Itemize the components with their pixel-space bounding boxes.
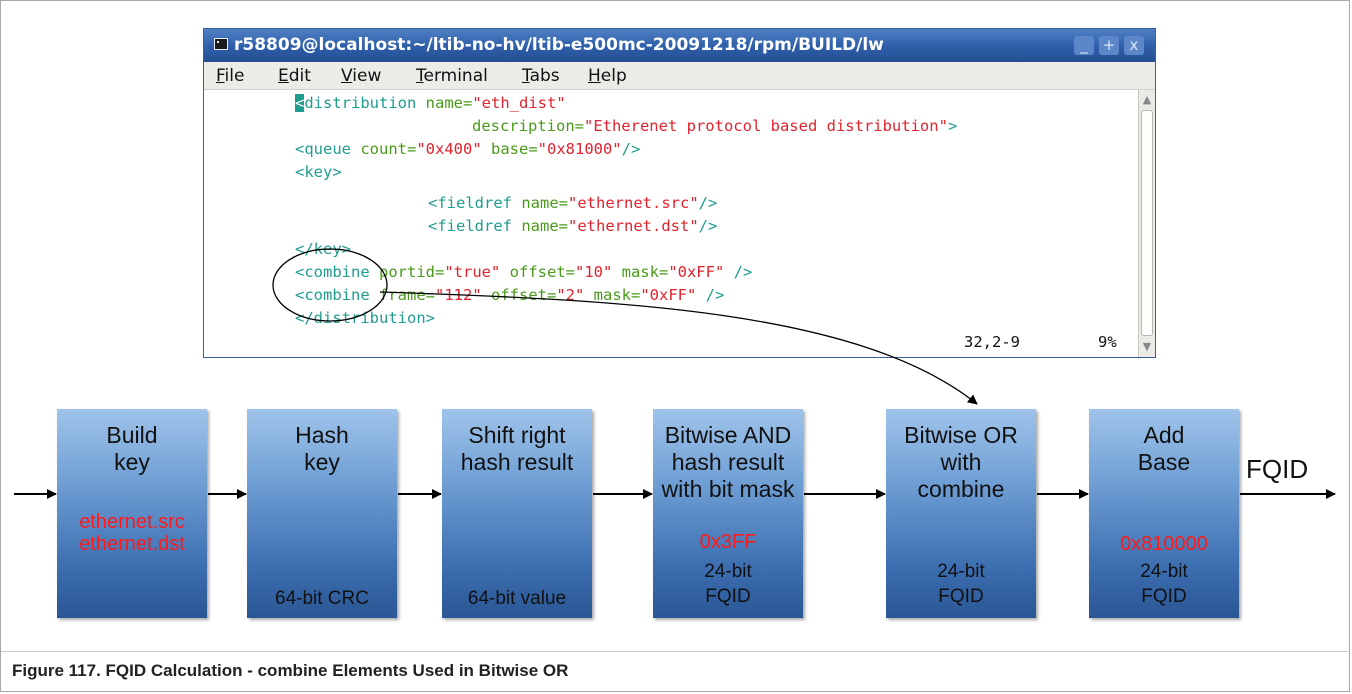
scrollbar[interactable]: ▲ ▼ <box>1138 90 1155 357</box>
step-build-key: Build key ethernet.src ethernet.dst <box>57 409 207 618</box>
code-line: </key> <box>295 240 351 258</box>
caption-divider <box>1 651 1350 652</box>
code-line: description="Etherenet protocol based di… <box>472 117 958 135</box>
scroll-percent: 9% <box>1098 333 1117 351</box>
step-title: Shift right <box>468 422 566 448</box>
code-view[interactable]: <distribution name="eth_dist" descriptio… <box>204 90 1139 357</box>
step-title: Build <box>106 422 158 448</box>
step-output: FQID <box>1141 586 1187 607</box>
figure-caption: Figure 117. FQID Calculation - combine E… <box>12 661 569 680</box>
maximize-button[interactable]: + <box>1099 36 1119 55</box>
step-title: Add <box>1143 422 1185 448</box>
step-hash-key: Hash key 64-bit CRC <box>247 409 397 618</box>
code-line: <distribution name="eth_dist" <box>295 94 566 112</box>
title-bar[interactable]: r58809@localhost:~/ltib-no-hv/ltib-e500m… <box>204 29 1155 62</box>
field-label: ethernet.src <box>79 511 185 533</box>
code-line: <fieldref name="ethernet.src"/> <box>428 194 718 212</box>
step-title: Hash <box>295 422 349 448</box>
mask-value: 0x3FF <box>699 531 757 553</box>
menu-bar: File Edit View Terminal Tabs Help <box>204 62 1155 90</box>
step-title: key <box>304 449 340 475</box>
step-title: combine <box>917 476 1005 502</box>
base-value: 0x810000 <box>1120 533 1208 555</box>
menu-help[interactable]: Help <box>588 66 627 86</box>
step-bitwise-and: Bitwise AND hash result with bit mask 0x… <box>653 409 803 618</box>
window-title: r58809@localhost:~/ltib-no-hv/ltib-e500m… <box>234 35 884 55</box>
menu-view[interactable]: View <box>341 66 382 86</box>
terminal-icon <box>214 38 228 50</box>
step-output: 24-bit <box>704 561 752 582</box>
menu-terminal[interactable]: Terminal <box>416 66 488 86</box>
field-label: ethernet.dst <box>79 533 185 555</box>
code-line: <fieldref name="ethernet.dst"/> <box>428 217 718 235</box>
step-output: FQID <box>938 586 984 607</box>
step-title: with bit mask <box>661 476 795 502</box>
text-cursor: < <box>295 94 305 112</box>
step-title: hash result <box>460 449 574 475</box>
step-shift-right: Shift right hash result 64-bit value <box>442 409 592 618</box>
output-label: FQID <box>1246 454 1309 484</box>
scroll-up-icon[interactable]: ▲ <box>1142 93 1152 106</box>
code-line: <key> <box>295 163 342 181</box>
code-line: <combine portid="true" offset="10" mask=… <box>295 263 753 281</box>
step-output: 64-bit CRC <box>275 588 369 609</box>
code-line: <combine frame="112" offset="2" mask="0x… <box>295 286 725 304</box>
step-output: 64-bit value <box>467 588 567 609</box>
code-line: <queue count="0x400" base="0x81000"/> <box>295 140 641 158</box>
scrollbar-thumb[interactable] <box>1141 110 1153 336</box>
menu-file[interactable]: File <box>216 66 245 86</box>
step-output: 24-bit <box>937 561 985 582</box>
step-title: hash result <box>671 449 785 475</box>
step-output: FQID <box>705 586 751 607</box>
step-add-base: Add Base 0x810000 24-bit FQID <box>1089 409 1239 618</box>
menu-edit[interactable]: Edit <box>278 66 311 86</box>
scroll-down-icon[interactable]: ▼ <box>1142 340 1152 353</box>
menu-tabs[interactable]: Tabs <box>522 66 560 86</box>
minimize-button[interactable]: _ <box>1074 36 1094 55</box>
terminal-window[interactable]: r58809@localhost:~/ltib-no-hv/ltib-e500m… <box>203 28 1156 358</box>
step-title: Base <box>1137 449 1191 475</box>
close-button[interactable]: x <box>1124 36 1144 55</box>
code-line: </distribution> <box>295 309 435 327</box>
step-title: with <box>940 449 982 475</box>
step-title: Bitwise OR <box>904 422 1018 448</box>
step-title: Bitwise AND <box>664 422 792 448</box>
step-bitwise-or: Bitwise OR with combine 24-bit FQID <box>886 409 1036 618</box>
step-output: 24-bit <box>1140 561 1188 582</box>
step-title: key <box>114 449 150 475</box>
cursor-position: 32,2-9 <box>964 333 1020 351</box>
